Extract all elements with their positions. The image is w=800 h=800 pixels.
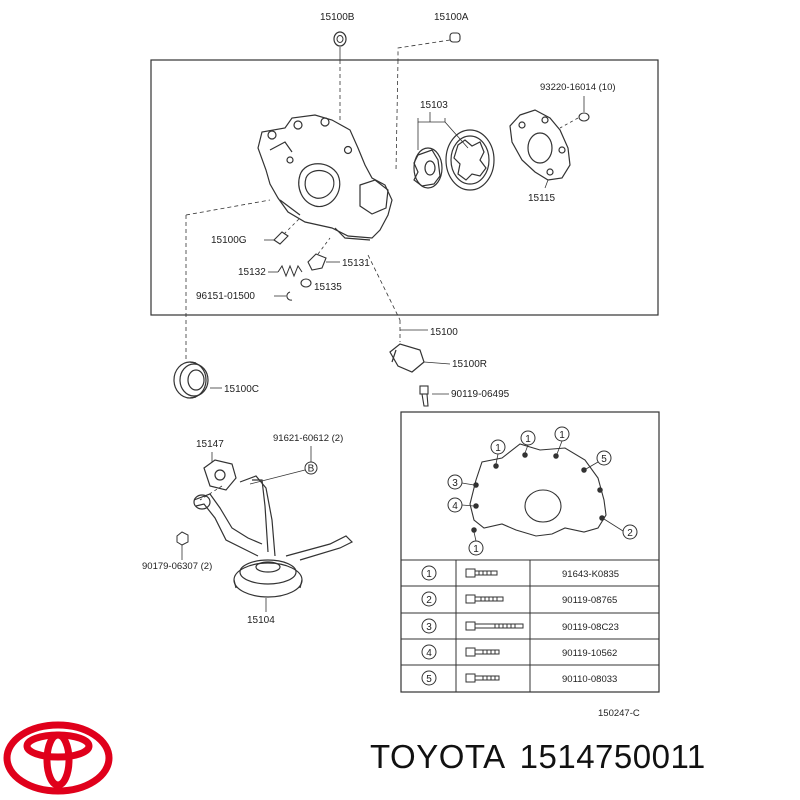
label-91621-60612: 91621-60612 (2) bbox=[273, 433, 343, 444]
bolt-icon bbox=[465, 594, 504, 604]
loc-num-5: 5 bbox=[601, 454, 607, 465]
label-15132: 15132 bbox=[238, 267, 266, 278]
part-number: 1514750011 bbox=[519, 738, 706, 775]
label-15100B: 15100B bbox=[320, 12, 355, 23]
label-90179-06307: 90179-06307 (2) bbox=[142, 561, 212, 572]
label-15104: 15104 bbox=[247, 615, 275, 626]
bolt-icon bbox=[465, 621, 524, 631]
bolt-icon bbox=[465, 568, 498, 578]
label-15115: 15115 bbox=[528, 193, 556, 204]
label-15100C: 15100C bbox=[224, 384, 259, 395]
loc-num-1d: 1 bbox=[473, 544, 479, 555]
nut-90179 bbox=[176, 531, 189, 546]
label-96151-01500: 96151-01500 bbox=[196, 291, 255, 302]
label-93220-16014: 93220-16014 (10) bbox=[540, 82, 616, 93]
table-row-num: 2 bbox=[426, 595, 432, 606]
label-15100R: 15100R bbox=[452, 359, 487, 370]
callout-letter-b: B bbox=[308, 464, 315, 475]
table-row-part: 90119-08C23 bbox=[562, 622, 619, 633]
brand-line: TOYOTA 1514750011 bbox=[370, 738, 720, 776]
label-15131: 15131 bbox=[342, 258, 370, 269]
table-row-num: 4 bbox=[426, 648, 432, 659]
label-15100G: 15100G bbox=[211, 235, 247, 246]
label-15100A: 15100A bbox=[434, 12, 469, 23]
loc-num-4: 4 bbox=[452, 501, 458, 512]
outer-rotor bbox=[445, 129, 495, 191]
oil-seal-15100C bbox=[173, 361, 209, 399]
sensor-15100R bbox=[389, 343, 425, 373]
label-15147: 15147 bbox=[196, 439, 224, 450]
label-15100: 15100 bbox=[430, 327, 458, 338]
bolt-icon bbox=[465, 647, 500, 657]
oil-pump-body bbox=[257, 114, 393, 241]
bolt-icon bbox=[465, 673, 500, 683]
brand-name: TOYOTA bbox=[370, 738, 506, 775]
table-row-num: 1 bbox=[426, 569, 432, 580]
strainer-gasket bbox=[203, 459, 237, 491]
table-row-part: 90119-08765 bbox=[562, 595, 617, 606]
table-row-part: 90119-10562 bbox=[562, 648, 617, 659]
loc-num-1b: 1 bbox=[525, 434, 531, 445]
relief-valve bbox=[307, 253, 327, 271]
bolt-layout-outline bbox=[469, 443, 607, 537]
label-15103: 15103 bbox=[420, 100, 448, 111]
plug-15100G bbox=[273, 231, 289, 245]
snap-ring bbox=[286, 291, 293, 301]
table-row-part: 91643-K0835 bbox=[562, 569, 619, 580]
cover-screw bbox=[578, 112, 590, 122]
seal-ring-15100B bbox=[333, 31, 347, 47]
inner-rotor bbox=[413, 147, 443, 189]
label-15135: 15135 bbox=[314, 282, 342, 293]
pump-assembly-frame bbox=[150, 59, 659, 316]
diagram-ref-code: 150247-C bbox=[598, 708, 640, 719]
pump-cover-plate bbox=[509, 109, 571, 181]
loc-num-2: 2 bbox=[627, 528, 633, 539]
table-row-part: 90110-08033 bbox=[562, 674, 617, 685]
label-90119-06495: 90119-06495 bbox=[451, 389, 510, 400]
table-row-num: 3 bbox=[426, 622, 432, 633]
valve-retainer bbox=[300, 278, 312, 288]
bolt-table bbox=[400, 559, 660, 693]
bolt-90119-06495 bbox=[419, 385, 429, 407]
toyota-logo-icon bbox=[3, 721, 113, 795]
loc-num-3: 3 bbox=[452, 478, 458, 489]
relief-spring bbox=[277, 264, 303, 278]
pin-15100A bbox=[449, 32, 461, 43]
table-row-num: 5 bbox=[426, 674, 432, 685]
oil-strainer bbox=[193, 475, 354, 598]
loc-num-1a: 1 bbox=[495, 443, 501, 454]
loc-num-1c: 1 bbox=[559, 430, 565, 441]
